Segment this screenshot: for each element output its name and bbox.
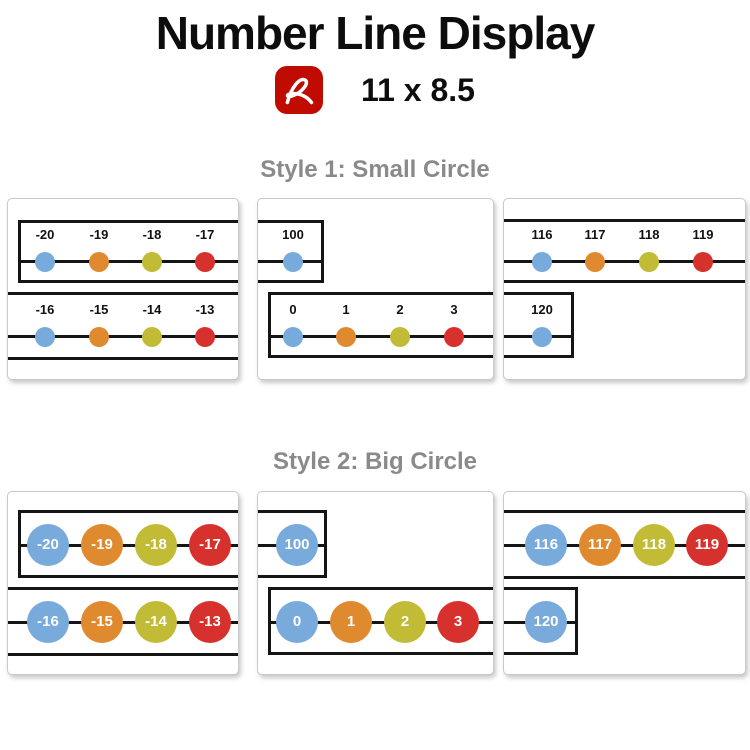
number-point: 3 bbox=[437, 601, 479, 643]
number-point: 120 bbox=[525, 601, 567, 643]
number-point: -20 bbox=[27, 524, 69, 566]
number-point: -15 bbox=[81, 601, 123, 643]
number-label: -15 bbox=[89, 302, 109, 317]
page-preview-panel: 116 117 118 119 120 bbox=[503, 198, 746, 380]
number-point bbox=[693, 252, 713, 272]
number-label: 118 bbox=[638, 227, 660, 242]
format-row: 11 x 8.5 bbox=[0, 64, 750, 116]
number-point bbox=[444, 327, 464, 347]
segment-box bbox=[504, 292, 574, 358]
number-point bbox=[639, 252, 659, 272]
number-label: -18 bbox=[142, 227, 162, 242]
segment-box bbox=[268, 292, 493, 358]
segment-box bbox=[504, 587, 578, 655]
section-heading-style2: Style 2: Big Circle bbox=[272, 448, 478, 475]
number-point bbox=[35, 327, 55, 347]
number-line bbox=[8, 621, 238, 624]
number-point bbox=[283, 327, 303, 347]
number-point bbox=[585, 252, 605, 272]
page-title: Number Line Display bbox=[155, 7, 596, 59]
page-preview-panel: -20 -19 -18 -17 -16 -15 -14 -13 bbox=[7, 491, 239, 675]
number-line bbox=[8, 335, 238, 338]
number-line bbox=[268, 621, 493, 624]
number-point: -13 bbox=[189, 601, 231, 643]
number-label: -14 bbox=[142, 302, 162, 317]
segment-box bbox=[18, 220, 238, 283]
number-point: -19 bbox=[81, 524, 123, 566]
strip-divider-line bbox=[8, 587, 238, 590]
section-heading-style1: Style 1: Small Circle bbox=[260, 156, 490, 183]
number-point bbox=[283, 252, 303, 272]
number-line bbox=[268, 335, 493, 338]
number-point: 2 bbox=[384, 601, 426, 643]
number-point bbox=[142, 252, 162, 272]
strip-divider-line bbox=[8, 653, 238, 656]
number-point: 116 bbox=[525, 524, 567, 566]
strip-divider-line bbox=[504, 219, 745, 222]
number-point bbox=[89, 252, 109, 272]
number-point: 100 bbox=[276, 524, 318, 566]
number-label: 117 bbox=[584, 227, 606, 242]
strip-divider-line bbox=[504, 280, 745, 283]
number-label: -16 bbox=[35, 302, 55, 317]
number-point bbox=[336, 327, 356, 347]
number-point bbox=[532, 252, 552, 272]
segment-box bbox=[258, 220, 324, 283]
acrobat-swoosh-icon bbox=[285, 77, 314, 105]
number-label: -19 bbox=[89, 227, 109, 242]
number-point: 118 bbox=[633, 524, 675, 566]
number-point bbox=[390, 327, 410, 347]
page-preview-panel: -20 -19 -18 -17 -16 -15 -14 -13 bbox=[7, 198, 239, 380]
number-label: 116 bbox=[531, 227, 553, 242]
number-point: -16 bbox=[27, 601, 69, 643]
number-point: -18 bbox=[135, 524, 177, 566]
number-point bbox=[142, 327, 162, 347]
strip-divider-line bbox=[8, 292, 238, 295]
number-label: -17 bbox=[195, 227, 215, 242]
number-label: 0 bbox=[289, 302, 297, 317]
number-line bbox=[504, 544, 745, 547]
strip-divider-line bbox=[504, 576, 745, 579]
number-point: -14 bbox=[135, 601, 177, 643]
segment-box bbox=[258, 510, 327, 578]
page-preview-panel: 116 117 118 119 120 bbox=[503, 491, 746, 675]
number-point: 1 bbox=[330, 601, 372, 643]
number-line bbox=[18, 260, 238, 263]
number-label: -13 bbox=[195, 302, 215, 317]
number-line bbox=[504, 260, 745, 263]
number-point: 119 bbox=[686, 524, 728, 566]
strip-divider-line bbox=[8, 357, 238, 360]
number-line bbox=[18, 544, 238, 547]
number-label: 1 bbox=[342, 302, 350, 317]
pdf-acrobat-icon bbox=[275, 66, 324, 114]
number-label: 3 bbox=[450, 302, 458, 317]
page-preview-panel: 100 0 1 2 3 bbox=[257, 198, 494, 380]
number-point bbox=[195, 327, 215, 347]
page-preview-panel: 100 0 1 2 3 bbox=[257, 491, 494, 675]
number-label: 100 bbox=[282, 227, 304, 242]
number-point: 0 bbox=[276, 601, 318, 643]
number-point: 117 bbox=[579, 524, 621, 566]
number-label: -20 bbox=[35, 227, 55, 242]
number-point bbox=[195, 252, 215, 272]
number-label: 120 bbox=[531, 302, 553, 317]
number-label: 2 bbox=[396, 302, 404, 317]
number-point: -17 bbox=[189, 524, 231, 566]
strip-divider-line bbox=[504, 510, 745, 513]
number-point bbox=[35, 252, 55, 272]
number-label: 119 bbox=[692, 227, 714, 242]
number-point bbox=[89, 327, 109, 347]
pdf-size-label: 11 x 8.5 bbox=[361, 71, 475, 108]
number-point bbox=[532, 327, 552, 347]
